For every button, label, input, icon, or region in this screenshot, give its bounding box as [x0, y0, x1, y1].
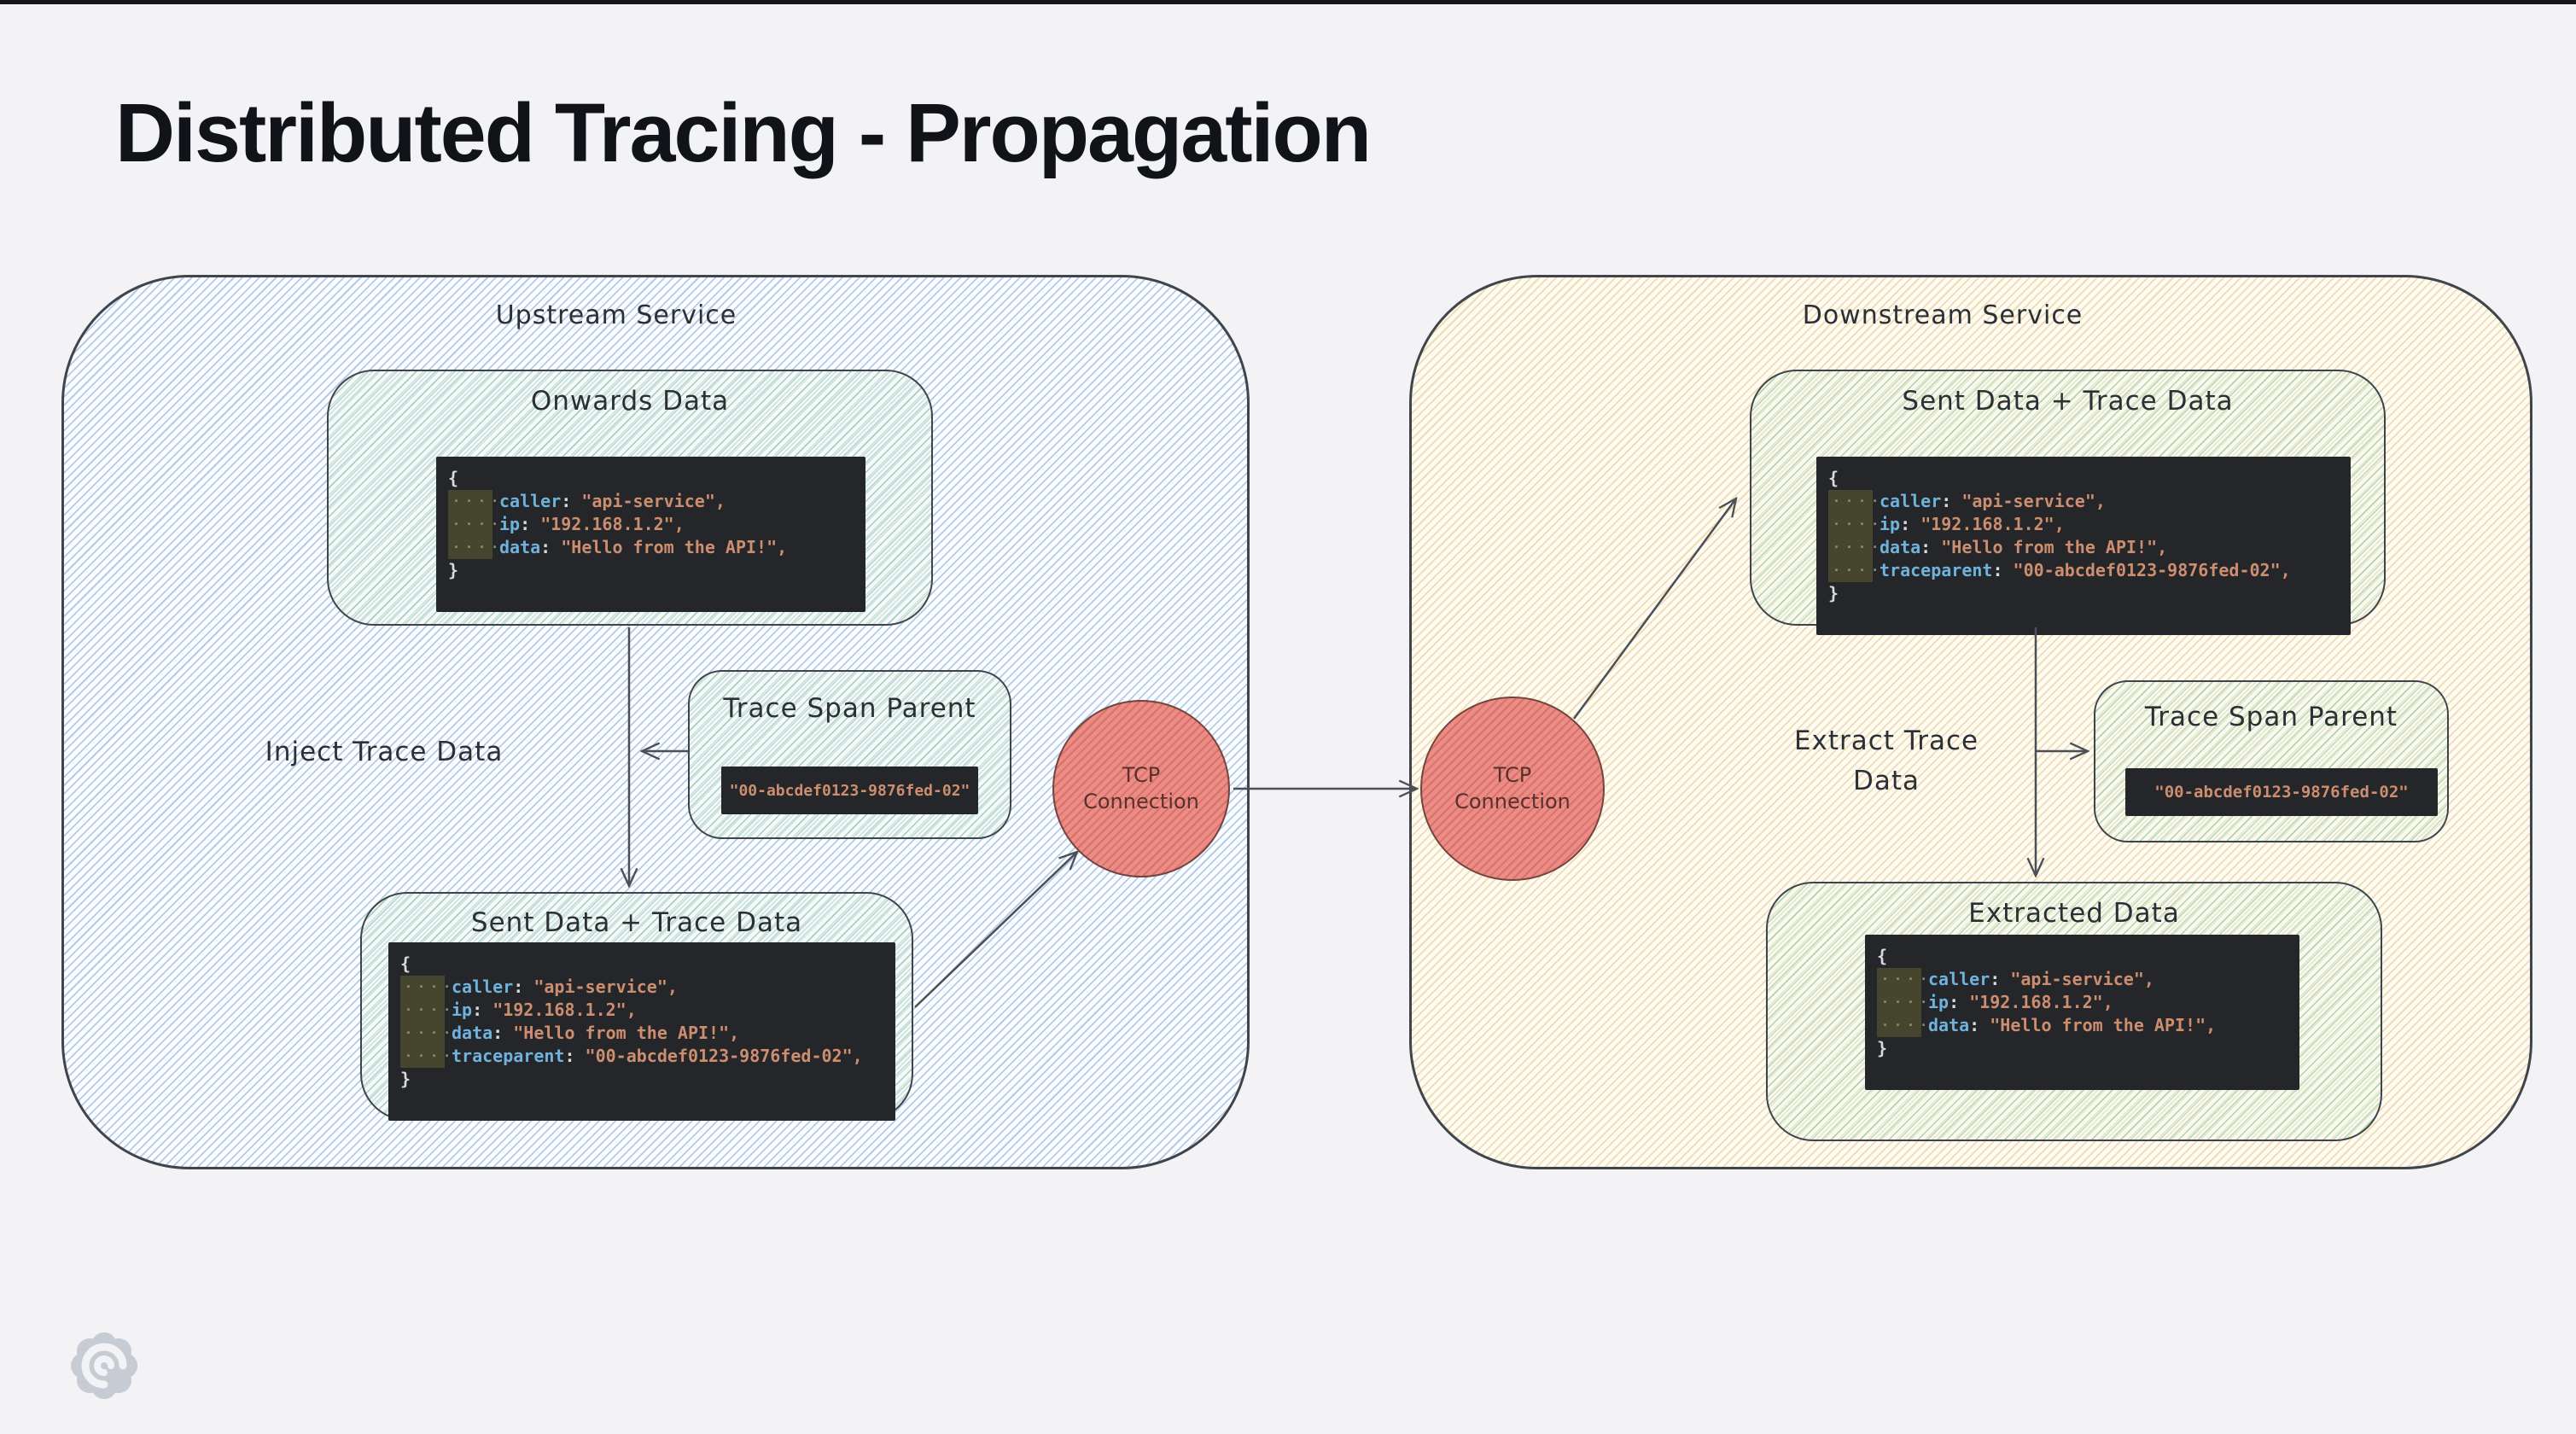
tcp-label-line2: Connection [1083, 790, 1199, 813]
top-edge-bar [0, 0, 2576, 4]
trace-span-parent-code-upstream: "00-abcdef0123-9876fed-02" [721, 767, 978, 814]
indent-guide: ···· [400, 1045, 451, 1068]
indent-guide: ···· [400, 976, 451, 999]
extracted-data-code: { ····caller: "api-service", ····ip: "19… [1865, 935, 2299, 1090]
indent-guide: ···· [1828, 559, 1879, 582]
indent-guide: ···· [1828, 513, 1879, 536]
onwards-data-code: { ····caller: "api-service", ····ip: "19… [436, 457, 865, 612]
sent-data-title-upstream: Sent Data + Trace Data [470, 907, 803, 938]
sent-data-code-upstream: { ····caller: "api-service", ····ip: "19… [388, 942, 895, 1121]
extract-label-line1: Extract Trace [1793, 726, 1979, 756]
sent-data-code-downstream: { ····caller: "api-service", ····ip: "19… [1816, 457, 2351, 635]
tcp-connection-circle-downstream: TCP Connection [1420, 697, 1605, 881]
upstream-service-label: Upstream Service [495, 300, 737, 330]
downstream-service-label: Downstream Service [1802, 300, 2084, 330]
grafana-logo [71, 1332, 137, 1399]
tcp-label-line1: TCP [1122, 763, 1161, 787]
onwards-data-title: Onwards Data [530, 386, 730, 417]
indent-guide: ···· [448, 513, 498, 536]
indent-guide: ···· [448, 490, 498, 513]
extract-trace-data-label: Extract Trace Data [1733, 721, 2040, 802]
trace-span-parent-code-downstream: "00-abcdef0123-9876fed-02" [2125, 768, 2438, 816]
inject-trace-data-label: Inject Trace Data [265, 737, 504, 767]
tcp-connection-circle-upstream: TCP Connection [1052, 700, 1230, 877]
indent-guide: ···· [1877, 991, 1927, 1014]
indent-guide: ···· [1828, 536, 1879, 559]
indent-guide: ···· [1877, 968, 1927, 991]
extracted-data-title: Extracted Data [1968, 898, 2180, 929]
indent-guide: ···· [1877, 1014, 1927, 1037]
extract-label-line2: Data [1852, 766, 1920, 796]
indent-guide: ···· [1828, 490, 1879, 513]
trace-span-parent-title-downstream: Trace Span Parent [2144, 702, 2398, 732]
indent-guide: ···· [400, 999, 451, 1022]
sent-data-title-downstream: Sent Data + Trace Data [1902, 386, 2234, 417]
trace-span-parent-title-upstream: Trace Span Parent [723, 693, 976, 724]
tcp-label-line2: Connection [1454, 790, 1571, 813]
indent-guide: ···· [448, 536, 498, 559]
tcp-label-line1: TCP [1493, 763, 1532, 787]
indent-guide: ···· [400, 1022, 451, 1045]
page-title: Distributed Tracing - Propagation [115, 86, 1372, 179]
